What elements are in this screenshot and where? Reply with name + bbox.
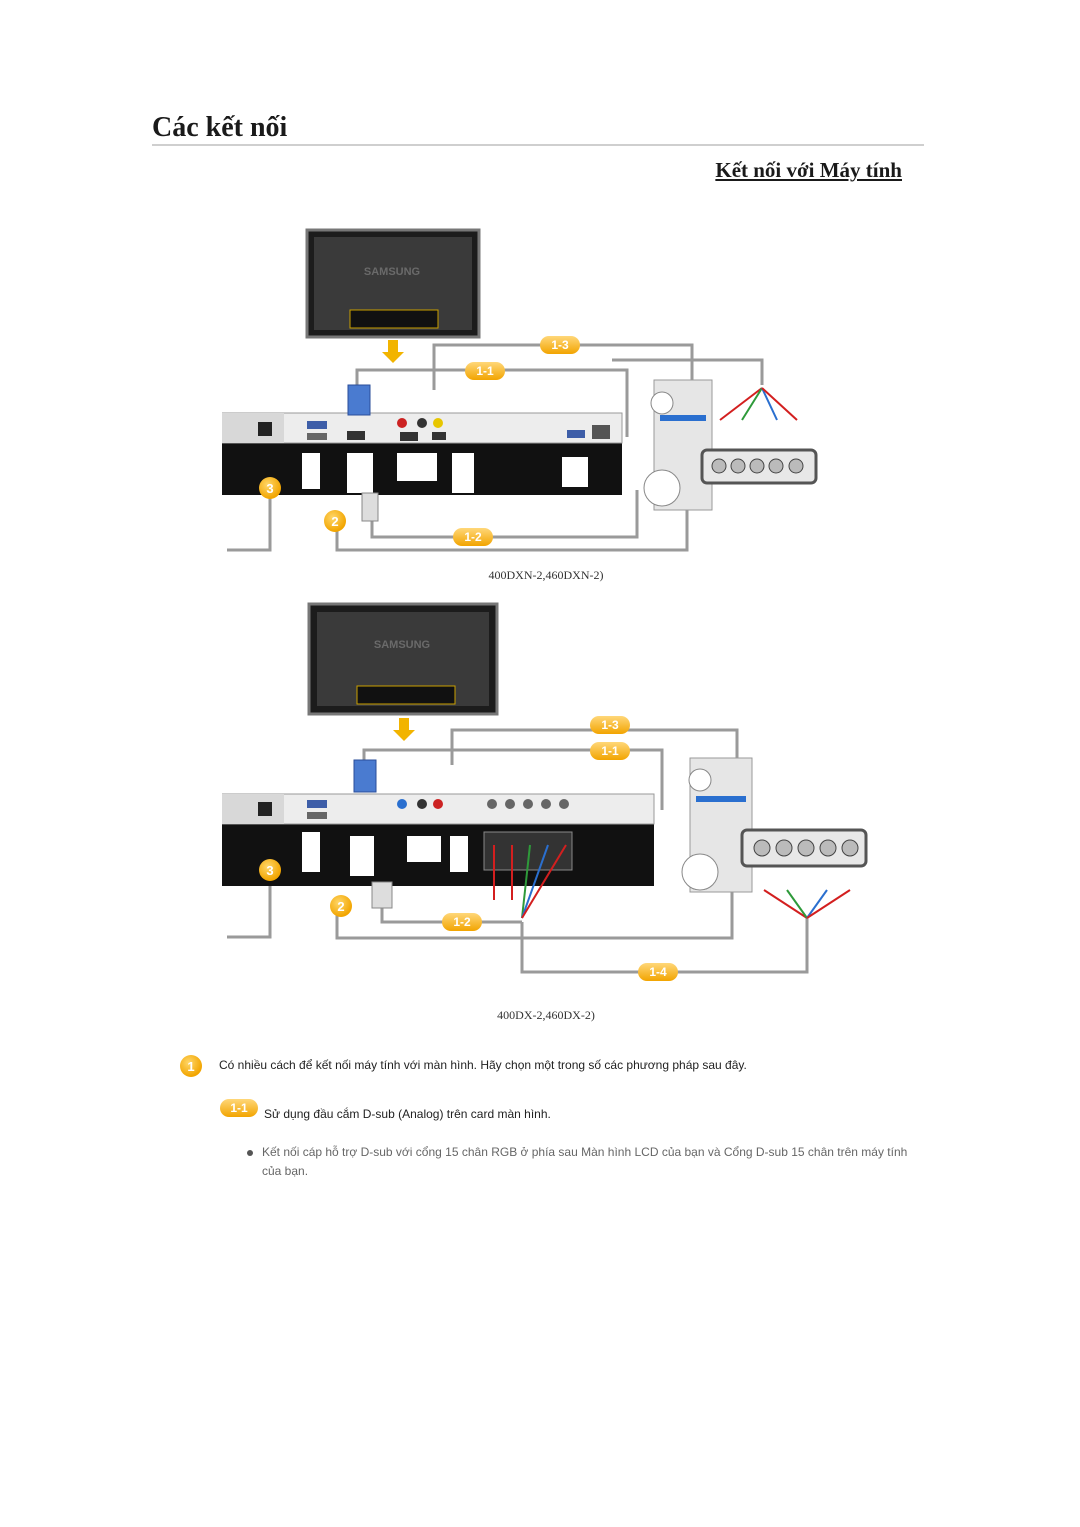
diagram-caption: 400DXN-2,460DXN-2) — [488, 568, 604, 582]
monitor-brand: SAMSUNG — [364, 266, 420, 278]
section-heading: Kết nối với Máy tính — [715, 158, 902, 182]
bullet-text: Kết nối cáp hỗ trợ D-sub với cổng 15 châ… — [262, 1145, 908, 1178]
step-1-text: Có nhiều cách để kết nối máy tính với mà… — [219, 1058, 747, 1072]
step-badge-1-2: 1-2 — [453, 528, 493, 546]
step-number-2: 2 — [330, 895, 352, 917]
step-badge-1-3: 1-3 — [590, 716, 630, 734]
diagram-caption: 400DX-2,460DX-2) — [497, 1008, 595, 1022]
bullet-icon — [247, 1150, 253, 1156]
step-badge-1-2: 1-2 — [442, 913, 482, 931]
step-number-3: 3 — [259, 477, 281, 499]
step-number-1: 1 — [180, 1055, 202, 1077]
step-badge-1-1: 1-1 — [590, 742, 630, 760]
step-badge-1-3: 1-3 — [540, 336, 580, 354]
title-divider — [152, 144, 924, 146]
step-badge-1-1: 1-1 — [465, 362, 505, 380]
step-number-2: 2 — [324, 510, 346, 532]
option-text: Sử dụng đầu cắm D-sub (Analog) trên card… — [264, 1107, 551, 1121]
step-badge-1-4: 1-4 — [638, 963, 678, 981]
monitor-brand: SAMSUNG — [374, 639, 430, 651]
connection-diagram-dxn: SAMSUNG — [222, 228, 818, 552]
option-badge-1-1: 1-1 — [220, 1099, 258, 1117]
step-number-3: 3 — [259, 859, 281, 881]
page-title: Các kết nối — [152, 112, 288, 143]
connection-diagram-dx: SAMSUNG — [222, 602, 868, 974]
